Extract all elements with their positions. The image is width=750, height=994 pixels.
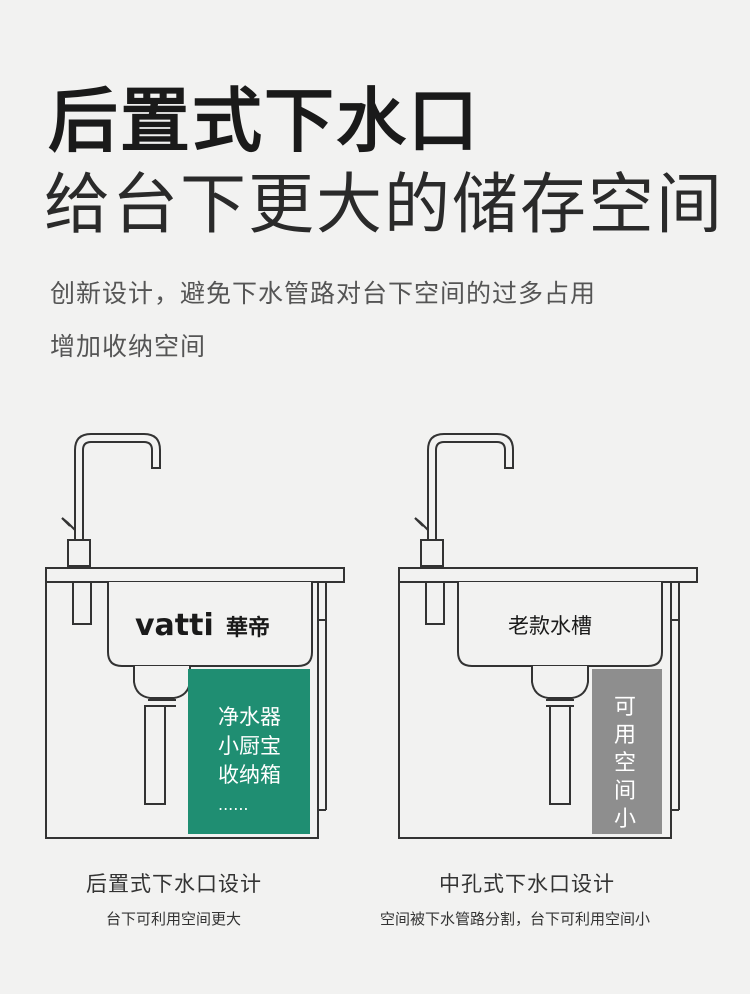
comparison-diagram: vatti 華帝 净水器 小厨宝 收纳箱 ...... 老款水槽 可 用 空 间… xyxy=(45,433,698,839)
storage-item-4: ...... xyxy=(218,795,249,814)
page-title: 后置式下水口 xyxy=(48,80,480,162)
storage-item-1: 净水器 xyxy=(218,705,281,729)
left-faucet xyxy=(74,433,161,544)
storage-vertical-3: 空 xyxy=(614,751,636,776)
storage-vertical-2: 用 xyxy=(614,723,636,748)
left-caption-sub: 台下可利用空间更大 xyxy=(106,910,242,928)
storage-vertical-5: 小 xyxy=(614,807,636,832)
left-sink-bowl xyxy=(107,582,313,667)
left-caption: 后置式下水口设计 xyxy=(86,872,262,896)
description-line-2: 增加收纳空间 xyxy=(50,332,207,361)
storage-vertical-4: 间 xyxy=(614,779,636,804)
right-faucet xyxy=(427,433,514,544)
right-caption: 中孔式下水口设计 xyxy=(439,872,615,896)
left-sink-diagram xyxy=(45,433,345,839)
page-subtitle: 给台下更大的储存空间 xyxy=(44,166,724,243)
old-sink-label: 老款水槽 xyxy=(508,614,592,638)
left-storage-area xyxy=(188,669,310,834)
right-caption-sub: 空间被下水管路分割，台下可利用空间小 xyxy=(380,910,651,928)
brand-logo-cn: 華帝 xyxy=(226,615,270,641)
storage-vertical-1: 可 xyxy=(614,695,636,720)
brand-logo-latin: vatti xyxy=(135,608,214,643)
right-sink-diagram xyxy=(398,433,698,839)
description-line-1: 创新设计，避免下水管路对台下空间的过多占用 xyxy=(50,279,597,308)
storage-item-2: 小厨宝 xyxy=(218,734,281,758)
right-storage-area xyxy=(592,669,662,834)
storage-item-3: 收纳箱 xyxy=(218,763,281,787)
